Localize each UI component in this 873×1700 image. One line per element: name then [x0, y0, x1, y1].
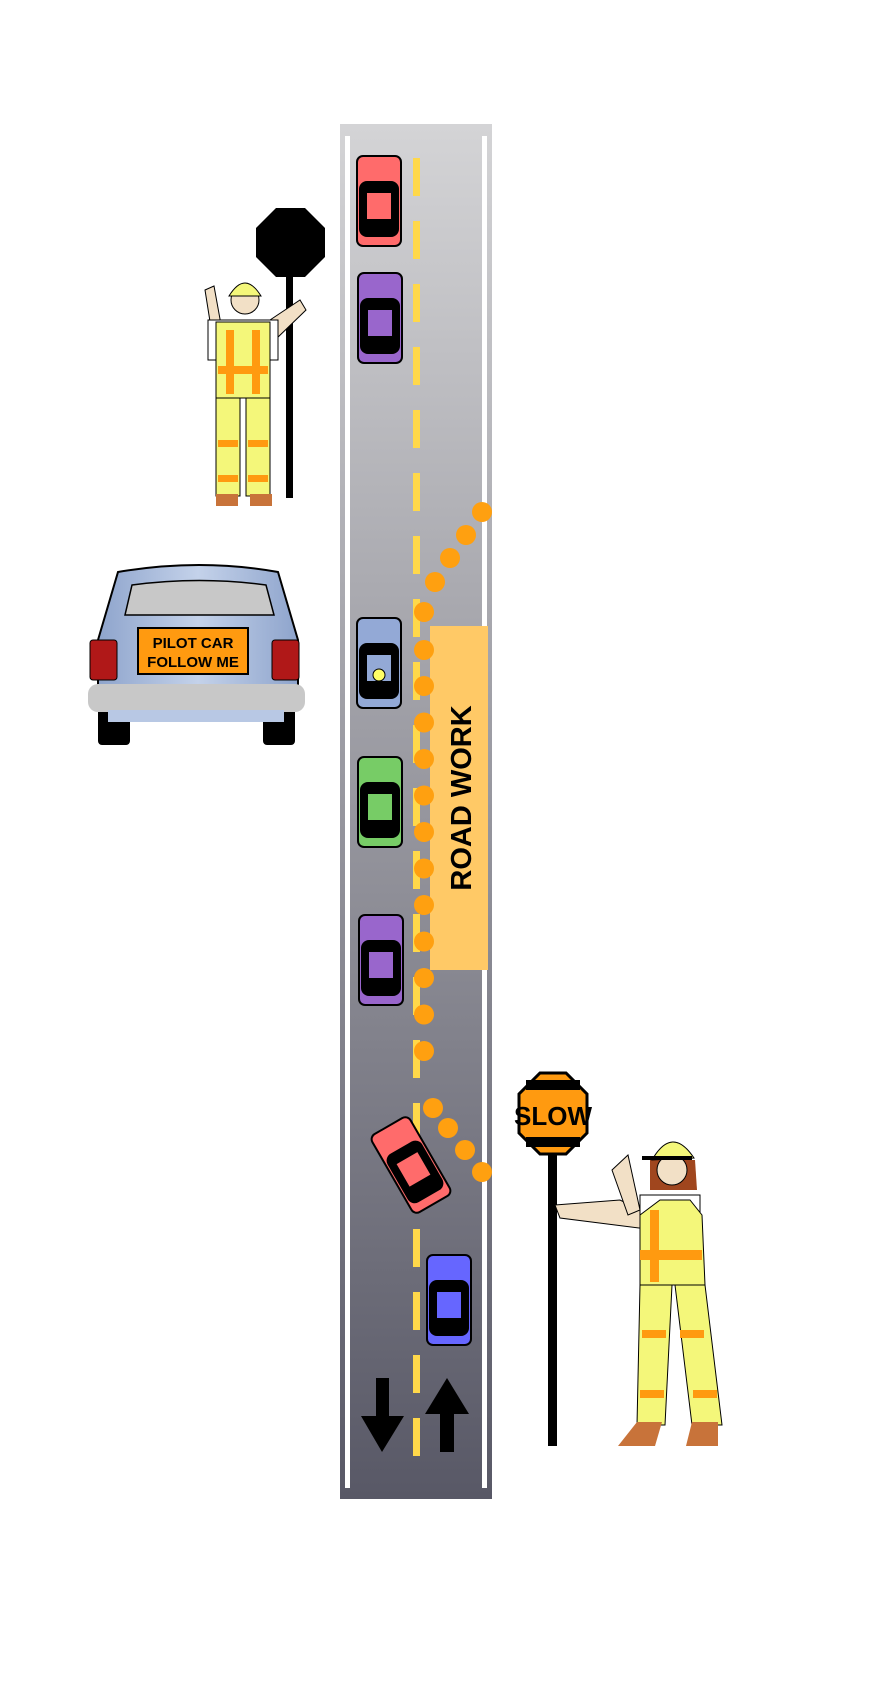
center-dash: [413, 1292, 420, 1330]
traffic-cone: [414, 602, 434, 622]
traffic-cone: [472, 502, 492, 522]
flagger-stop-paddle: [204, 208, 325, 506]
center-dash: [413, 410, 420, 448]
paddle-pole: [548, 1150, 557, 1446]
traffic-cone: [423, 1098, 443, 1118]
northbound-arrow-icon: [425, 1378, 469, 1452]
slow-sign-label: SLOW: [514, 1101, 592, 1131]
pilot-car-sign-line1: PILOT CAR: [153, 635, 234, 652]
center-dash: [413, 158, 420, 196]
road-work-zone: ROAD WORK: [430, 626, 488, 970]
beacon-light-icon: [372, 668, 386, 682]
traffic-cone: [414, 858, 434, 879]
traffic-cone: [456, 525, 476, 545]
center-dash: [413, 536, 420, 574]
traffic-cone: [472, 1162, 492, 1182]
center-dash: [413, 1418, 420, 1456]
tail-light-left: [89, 639, 118, 681]
center-dash: [413, 284, 420, 322]
pilot-car-sign-line2: FOLLOW ME: [147, 654, 239, 671]
center-dash: [413, 221, 420, 259]
center-dash: [413, 347, 420, 385]
center-dash: [413, 977, 420, 1015]
traffic-cone: [414, 931, 434, 952]
traffic-cone: [440, 548, 460, 568]
center-dash: [413, 1355, 420, 1393]
tail-light-right: [271, 639, 300, 681]
paddle-pole: [286, 262, 293, 498]
vehicle: [426, 1254, 472, 1346]
road-work-label: ROAD WORK: [446, 705, 478, 890]
vehicle: [357, 756, 403, 848]
traffic-cone: [414, 968, 434, 988]
left-edge-line: [345, 136, 350, 1488]
center-dash: [413, 473, 420, 511]
traffic-cone: [455, 1140, 475, 1160]
pilot-car-sign: [137, 627, 249, 675]
center-dash: [413, 1229, 420, 1267]
center-dash: [413, 1103, 420, 1141]
traffic-cone: [438, 1118, 458, 1138]
traffic-cone: [414, 712, 434, 733]
traffic-cone: [414, 822, 434, 842]
vehicle: [370, 1116, 452, 1214]
traffic-cone: [414, 1004, 434, 1025]
traffic-cone: [414, 895, 434, 915]
stop-sign-icon: [256, 208, 325, 277]
vehicle: [357, 272, 403, 364]
traffic-cone: [414, 749, 434, 769]
bumper: [88, 684, 305, 712]
vehicle: [356, 155, 402, 247]
center-dash: [413, 788, 420, 826]
traffic-cone: [414, 785, 434, 806]
center-dash: [413, 914, 420, 952]
pilot-car: PILOT CAR FOLLOW ME: [88, 564, 305, 745]
traffic-cone: [425, 572, 445, 592]
traffic-cone: [414, 676, 434, 696]
vehicle: [358, 914, 404, 1006]
center-dash: [413, 1040, 420, 1078]
traffic-cone: [414, 1041, 434, 1061]
vehicle: [356, 617, 402, 709]
southbound-arrow-icon: [361, 1378, 404, 1452]
center-line: [413, 158, 420, 1456]
flagger-slow-paddle: SLOW: [514, 1071, 723, 1446]
center-dash: [413, 725, 420, 763]
traffic-cone: [414, 640, 434, 660]
